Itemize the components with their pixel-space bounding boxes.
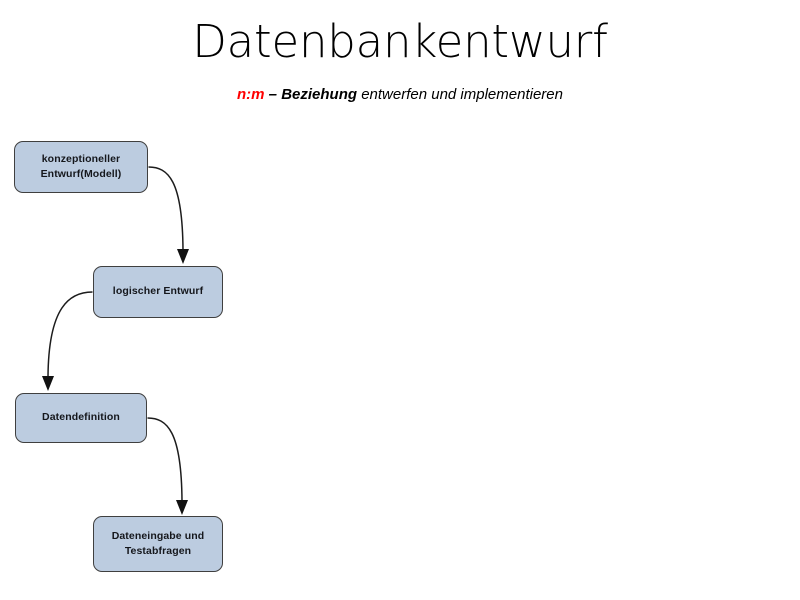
page-subtitle: n:m – Beziehung entwerfen und implementi… [0, 86, 800, 104]
flow-box-label: logischer Entwurf [112, 285, 204, 298]
connector-box3-to-box4 [147, 417, 188, 515]
flow-box-dateneingabe-testabfragen[interactable]: Dateneingabe und Testabfragen [93, 516, 223, 572]
subtitle-remainder: entwerfen und implementieren [357, 86, 563, 103]
flow-box-label: konzeptioneller Entwurf(Modell) [40, 152, 122, 180]
subtitle-relation-word: – Beziehung [264, 86, 358, 103]
connector-box2-to-box3 [42, 291, 93, 391]
flow-box-datendefinition[interactable]: Datendefinition [15, 393, 147, 443]
subtitle-relation-type: n:m [237, 86, 265, 103]
connector-box1-to-box2 [148, 166, 189, 264]
flow-box-logischer-entwurf[interactable]: logischer Entwurf [93, 266, 223, 318]
page-title: Datenbankentwurf [192, 15, 608, 68]
flow-box-label: Datendefinition [42, 411, 120, 424]
flow-box-konzeptioneller-entwurf[interactable]: konzeptioneller Entwurf(Modell) [14, 141, 148, 193]
flow-box-label: Dateneingabe und Testabfragen [111, 529, 205, 557]
